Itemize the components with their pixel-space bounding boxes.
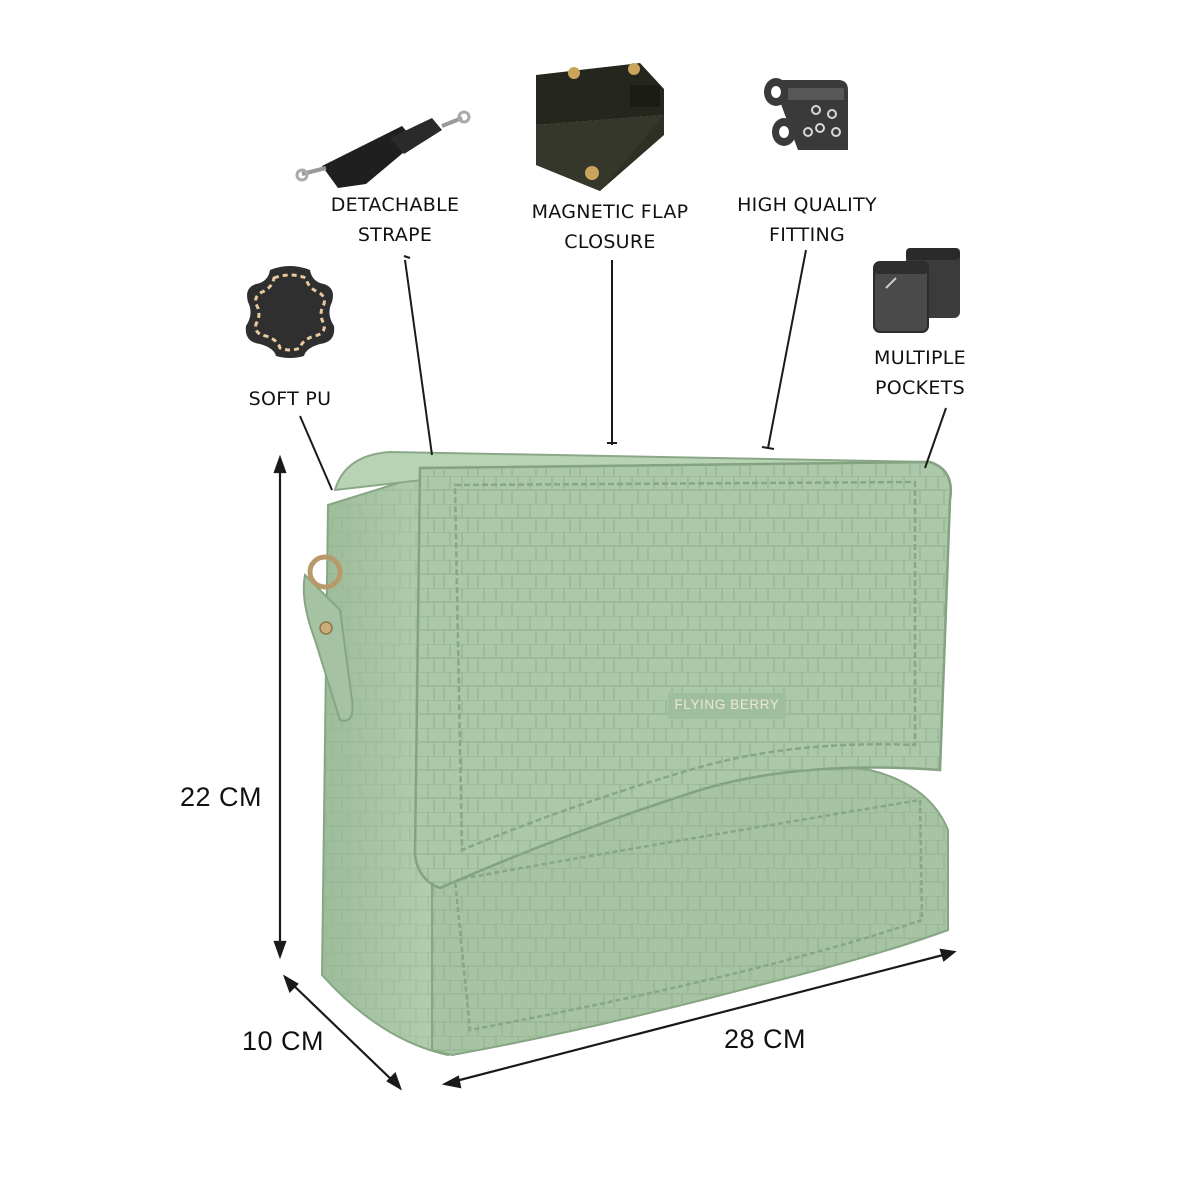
feature-label-magnetic-flap: MAGNETIC FLAP CLOSURE	[531, 201, 689, 253]
dimension-width: 28 CM	[724, 1024, 807, 1054]
fitting-icon	[764, 78, 848, 150]
feature-label-soft-pu: SOFT PU	[248, 388, 332, 410]
feature-label-high-quality: HIGH QUALITY FITTING	[737, 194, 877, 246]
strap-icon	[295, 110, 471, 188]
pockets-icon	[873, 248, 960, 333]
magnetic-flap-icon	[536, 63, 664, 191]
leader-lines	[299, 249, 947, 491]
feature-label-multiple-pockets: MULTIPLE POCKETS	[874, 347, 966, 399]
dimension-arrows	[273, 454, 957, 1091]
strap-loop	[302, 572, 354, 722]
handbag	[302, 450, 953, 1057]
feature-label-detachable-strape: DETACHABLE STRAPE	[330, 194, 460, 246]
dimension-height: 22 CM	[180, 782, 263, 812]
brand-logo: FLYING BERRY	[674, 697, 780, 712]
dimension-depth: 10 CM	[242, 1026, 325, 1056]
leather-hide-icon	[245, 266, 335, 358]
d-ring	[307, 554, 343, 590]
